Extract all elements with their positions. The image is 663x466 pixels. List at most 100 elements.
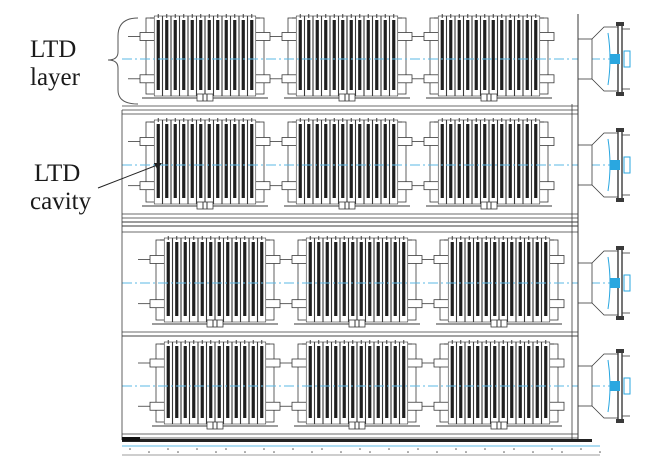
- core-bar: [298, 20, 302, 90]
- ground-speck: [388, 448, 390, 450]
- core-bar: [383, 20, 387, 90]
- ground-speck: [484, 448, 486, 450]
- ltd-layer-label-line1: LTD: [30, 36, 77, 63]
- core-bar: [250, 20, 254, 90]
- core-bar: [385, 346, 389, 418]
- core-bar: [166, 346, 170, 418]
- core-bar: [527, 242, 531, 316]
- cavity-feed: [348, 421, 366, 430]
- ltd-cavity: [422, 340, 565, 430]
- core-bar: [440, 20, 444, 90]
- core-bar: [484, 242, 488, 316]
- core-bar: [192, 346, 196, 418]
- ground-speck: [551, 448, 553, 450]
- cavity-feed: [348, 319, 366, 328]
- ground-speck: [359, 448, 361, 450]
- core-bar: [392, 124, 396, 198]
- core-bar: [341, 20, 345, 90]
- core-bar: [368, 242, 372, 316]
- core-bar: [216, 20, 220, 90]
- core-bar: [518, 346, 522, 418]
- core-bar: [359, 242, 363, 316]
- cavity-feed: [490, 319, 508, 328]
- cavity-pointer-line: [97, 163, 161, 189]
- core-bar: [307, 124, 311, 198]
- core-bar: [349, 20, 353, 90]
- ground-speck: [407, 451, 409, 453]
- flange-bolt: [616, 419, 624, 423]
- core-bar: [243, 242, 247, 316]
- core-bar: [459, 242, 463, 316]
- core-bar: [190, 124, 194, 198]
- core-bar: [491, 20, 495, 90]
- switch-neck: [577, 365, 593, 407]
- ground-speck: [369, 451, 371, 453]
- core-bar: [349, 124, 353, 198]
- ground-speck: [148, 451, 150, 453]
- core-bar: [517, 20, 521, 90]
- core-bar: [493, 242, 497, 316]
- ltd-layer: [122, 231, 631, 337]
- core-bar: [491, 124, 495, 198]
- switch-connector: [623, 377, 631, 395]
- core-bar: [199, 124, 203, 198]
- core-bar: [351, 346, 355, 418]
- core-bar: [474, 124, 478, 198]
- core-bar: [476, 346, 480, 418]
- core-bar: [190, 20, 194, 90]
- switch-neck: [577, 262, 593, 304]
- core-bar: [501, 346, 505, 418]
- core-bar: [351, 242, 355, 316]
- ground-speck: [513, 448, 515, 450]
- core-bar: [233, 124, 237, 198]
- cavity-feed: [338, 201, 356, 210]
- core-bar: [308, 242, 312, 316]
- core-bar: [467, 242, 471, 316]
- ground-plate: [122, 439, 592, 442]
- ground-speck: [292, 448, 294, 450]
- cavity-feed: [480, 93, 498, 102]
- core-bar: [325, 242, 329, 316]
- gas-switch: [577, 128, 631, 202]
- core-bar: [375, 124, 379, 198]
- flange-bolt: [616, 198, 624, 202]
- flange-bolt: [616, 128, 624, 132]
- core-bar: [173, 124, 177, 198]
- ground-speck: [436, 451, 438, 453]
- core-bar: [317, 242, 321, 316]
- layer-brace: [107, 17, 139, 105]
- switch-trigger: [610, 381, 620, 391]
- core-bar: [402, 242, 406, 316]
- core-bar: [535, 242, 539, 316]
- ground-speck: [273, 451, 275, 453]
- core-bar: [175, 346, 179, 418]
- core-bar: [315, 20, 319, 90]
- core-bar: [217, 346, 221, 418]
- cavity-feed: [206, 421, 224, 430]
- ltd-cavity: [128, 14, 271, 102]
- core-bar: [307, 20, 311, 90]
- core-bar: [217, 242, 221, 316]
- core-bar: [544, 346, 548, 418]
- ground-speck: [167, 448, 169, 450]
- core-bar: [341, 124, 345, 198]
- core-bar: [308, 346, 312, 418]
- core-bar: [156, 20, 160, 90]
- core-bar: [358, 20, 362, 90]
- core-bar: [534, 124, 538, 198]
- switch-connector: [623, 50, 631, 68]
- core-bar: [359, 346, 363, 418]
- core-bar: [366, 20, 370, 90]
- core-bar: [226, 346, 230, 418]
- core-bar: [241, 20, 245, 90]
- ltd-layer: [122, 14, 631, 111]
- core-bar: [459, 346, 463, 418]
- ltd-layer-label: LTD layer: [30, 36, 80, 92]
- core-bar: [393, 346, 397, 418]
- cavity-feed: [206, 319, 224, 328]
- ltd-cavity: [422, 236, 565, 328]
- core-bar: [440, 124, 444, 198]
- switch-connector: [623, 156, 631, 174]
- ground-speck: [580, 448, 582, 450]
- ltd-cavity: [270, 118, 413, 210]
